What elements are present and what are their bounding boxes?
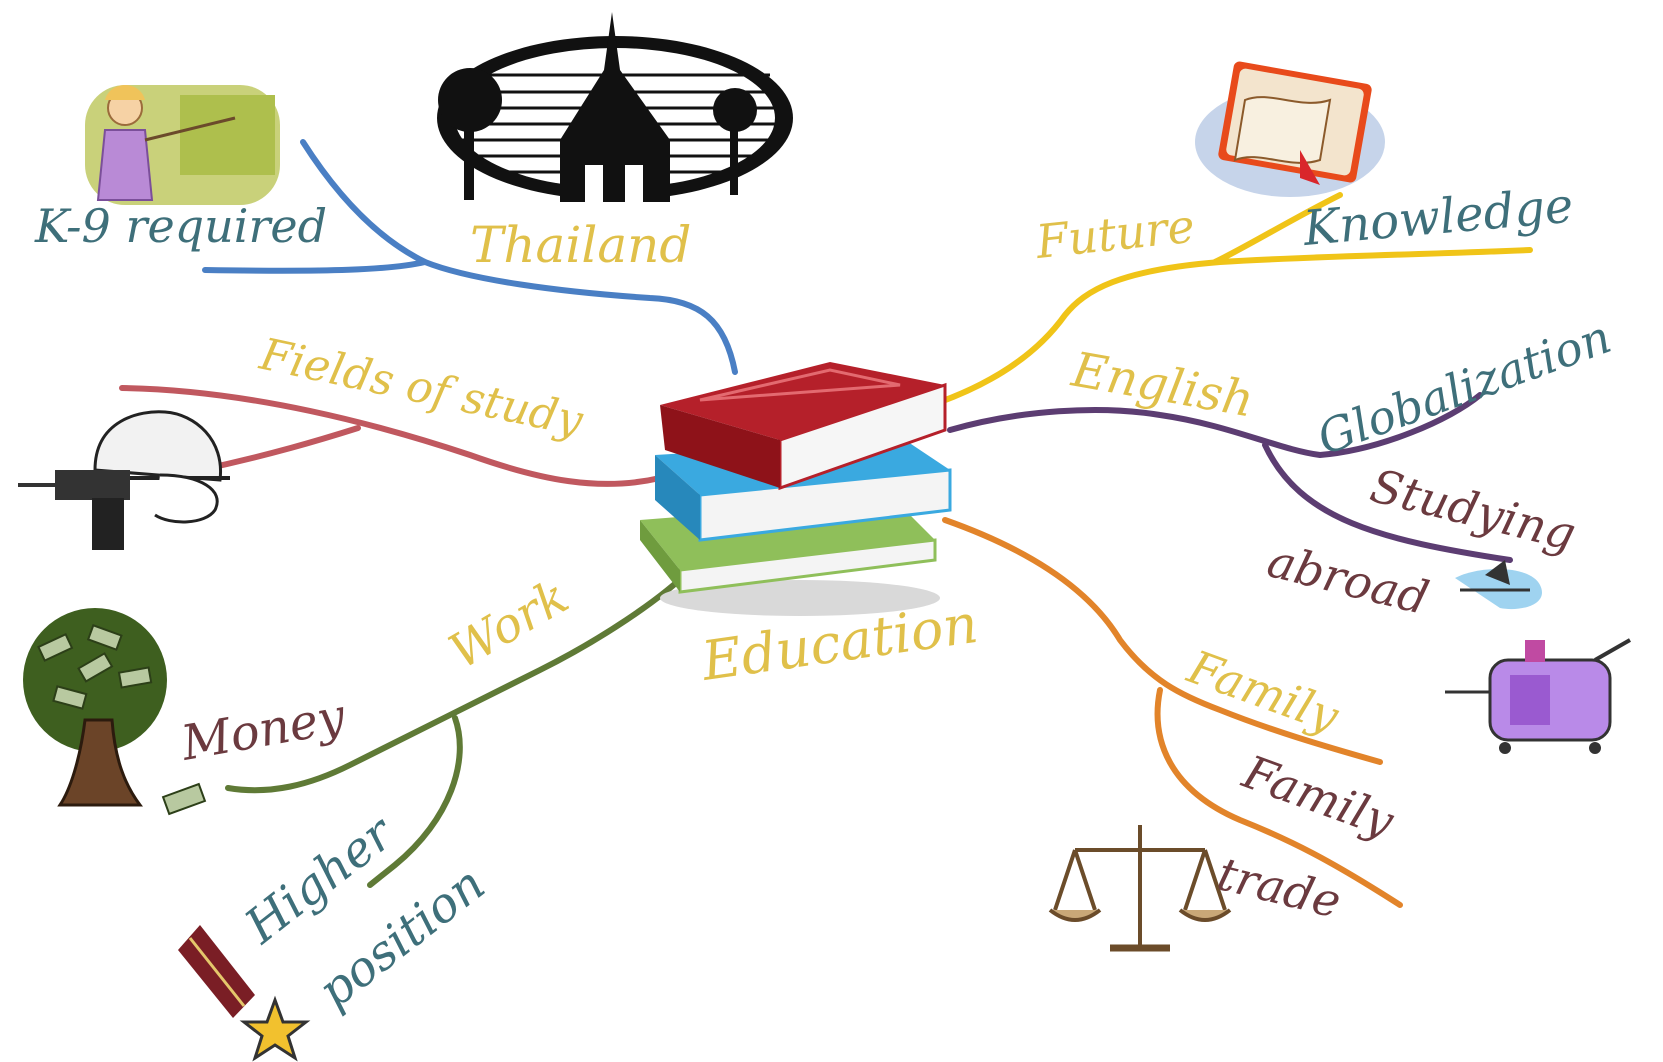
branch-thailand-lines <box>202 139 738 375</box>
branch-fields-lines <box>119 385 663 487</box>
label-money: Money <box>176 688 350 772</box>
label-studying-abroad-line2: abroad <box>1262 533 1434 625</box>
helmet-drill-icon <box>18 410 230 550</box>
teacher-icon <box>85 85 280 205</box>
money-tree-icon <box>23 608 207 816</box>
label-knowledge: Knowledge <box>1300 178 1575 257</box>
label-future: Future <box>1033 199 1198 269</box>
airplane-luggage-icon <box>1445 560 1631 754</box>
label-studying-abroad-line1: Studying <box>1365 458 1581 561</box>
scales-icon <box>1048 825 1232 952</box>
branch-family-lines <box>942 517 1403 908</box>
branch-future-lines <box>937 192 1533 405</box>
label-thailand: Thailand <box>470 216 691 274</box>
scrolls-icon <box>1195 61 1385 197</box>
books-stack-icon <box>640 362 952 616</box>
label-globalization: Globalization <box>1310 309 1618 465</box>
label-fields-of-study: Fields of study <box>255 329 588 447</box>
label-k9-required: K-9 required <box>34 199 327 253</box>
branch-work-lines <box>225 567 693 888</box>
temple-icon <box>437 12 793 202</box>
branch-english-lines <box>947 392 1513 563</box>
medal-icon <box>178 925 311 1062</box>
